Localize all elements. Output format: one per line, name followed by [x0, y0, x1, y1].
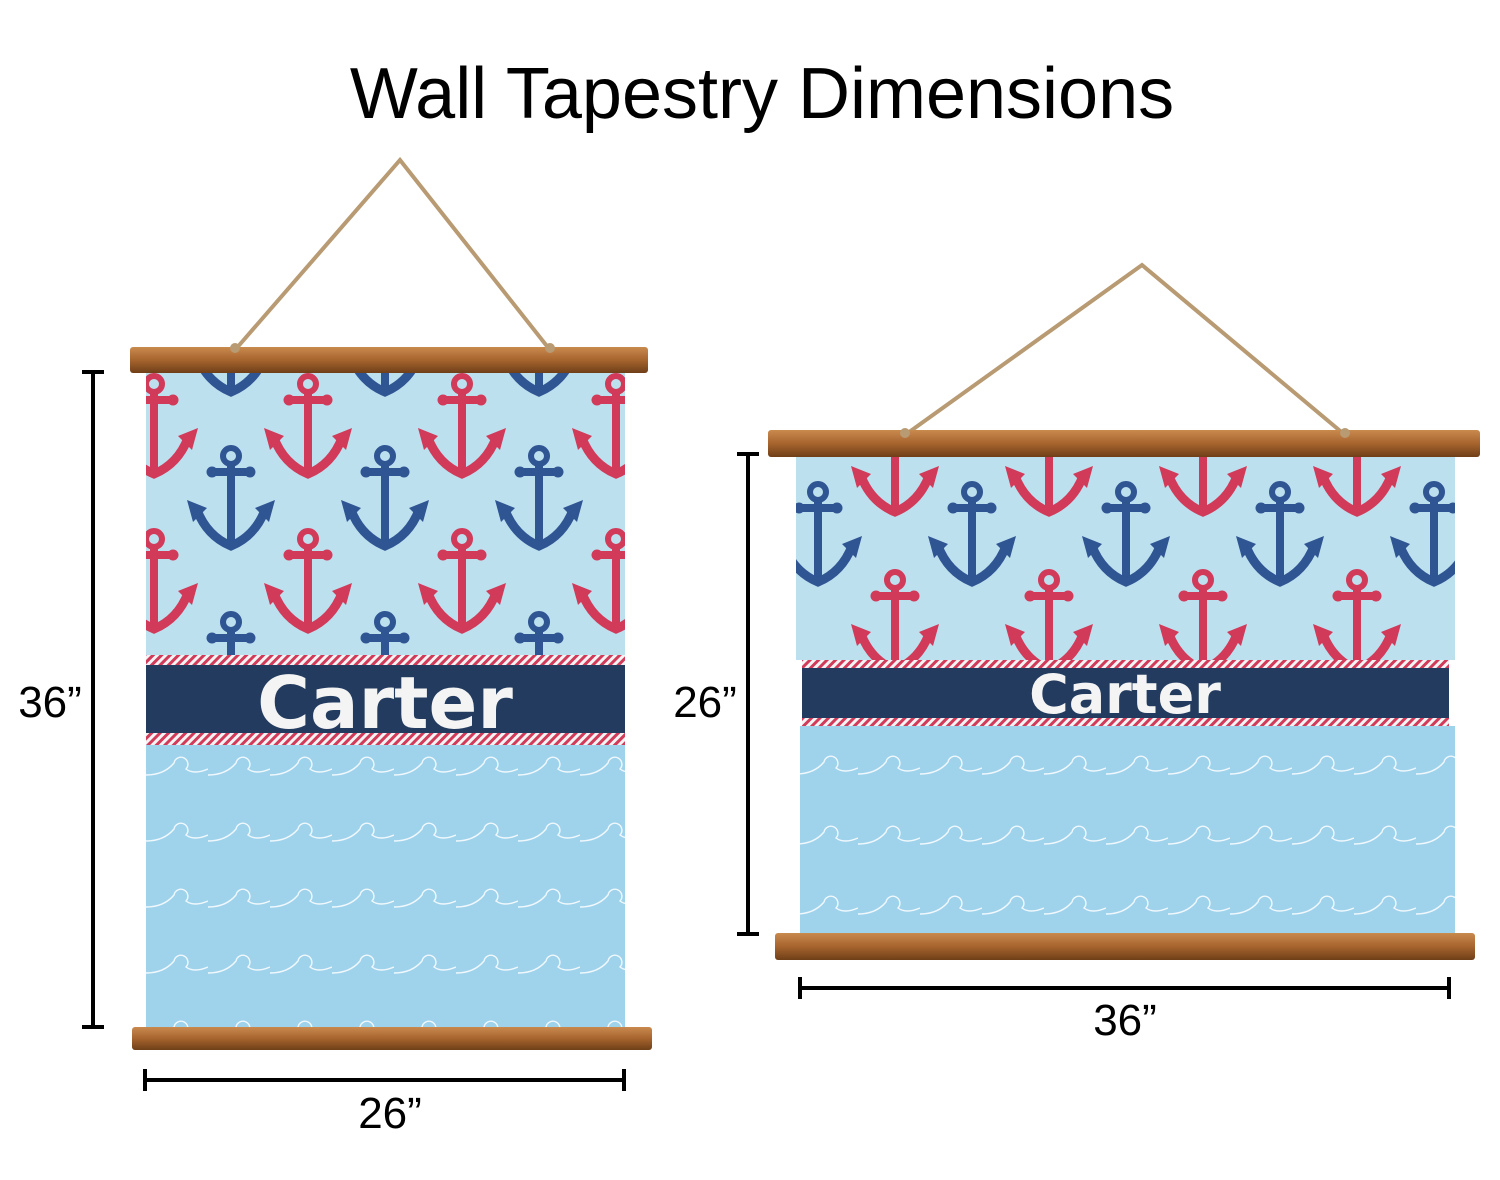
stripe-band — [802, 660, 1449, 668]
portrait-height-label: 36” — [18, 678, 82, 727]
stripe-band — [146, 655, 625, 665]
landscape-height-label: 26” — [673, 678, 737, 727]
portrait-tapestry: Carter — [130, 156, 652, 1050]
page-title: Wall Tapestry Dimensions — [350, 54, 1174, 134]
name-band — [802, 668, 1449, 718]
landscape-height-dimension — [737, 452, 759, 936]
wave-pattern — [800, 726, 1455, 935]
name-band — [146, 665, 625, 733]
stripe-band — [146, 733, 625, 745]
top-dowel — [768, 430, 1480, 457]
portrait-height-dimension — [82, 370, 104, 1029]
portrait-width-dimension — [143, 1069, 626, 1091]
rope-knot — [1340, 428, 1350, 438]
landscape-width-dimension — [798, 977, 1451, 999]
stripe-band — [802, 718, 1449, 726]
rope-knot — [545, 343, 555, 353]
wave-pattern — [146, 745, 625, 1028]
landscape-width-label: 36” — [1093, 996, 1157, 1045]
rope-knot — [230, 343, 240, 353]
portrait-width-label: 26” — [358, 1089, 422, 1138]
bottom-dowel — [132, 1027, 652, 1050]
bottom-dowel — [775, 933, 1475, 960]
hanging-rope — [233, 156, 552, 352]
top-dowel — [130, 347, 648, 373]
hanging-rope — [903, 262, 1347, 437]
personalized-name: Carter — [257, 661, 513, 745]
personalized-name: Carter — [1029, 663, 1221, 726]
rope-knot — [900, 428, 910, 438]
landscape-tapestry: Carter — [768, 262, 1480, 960]
